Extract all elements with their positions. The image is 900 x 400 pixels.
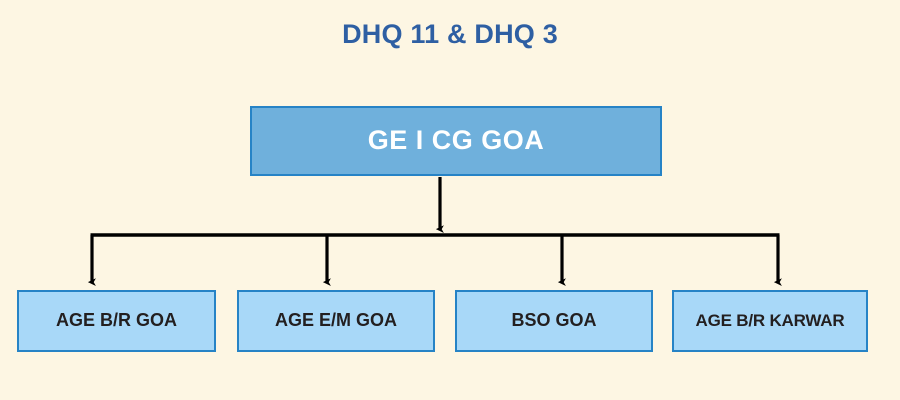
org-node-age-em-goa[interactable]: AGE E/M GOA [237, 290, 435, 352]
org-node-age-br-karwar[interactable]: AGE B/R KARWAR [672, 290, 868, 352]
page-title: DHQ 11 & DHQ 3 [342, 19, 558, 49]
org-node-label: AGE E/M GOA [274, 310, 397, 331]
org-node-age-br-goa[interactable]: AGE B/R GOA [17, 290, 216, 352]
org-node-label: BSO GOA [511, 310, 597, 331]
org-node-label: AGE B/R KARWAR [695, 310, 845, 330]
org-node-root-label: GE I CG GOA [367, 125, 545, 156]
org-node-root[interactable]: GE I CG GOA [250, 106, 662, 176]
org-node-bso-goa[interactable]: BSO GOA [455, 290, 653, 352]
org-node-label: AGE B/R GOA [55, 310, 177, 331]
